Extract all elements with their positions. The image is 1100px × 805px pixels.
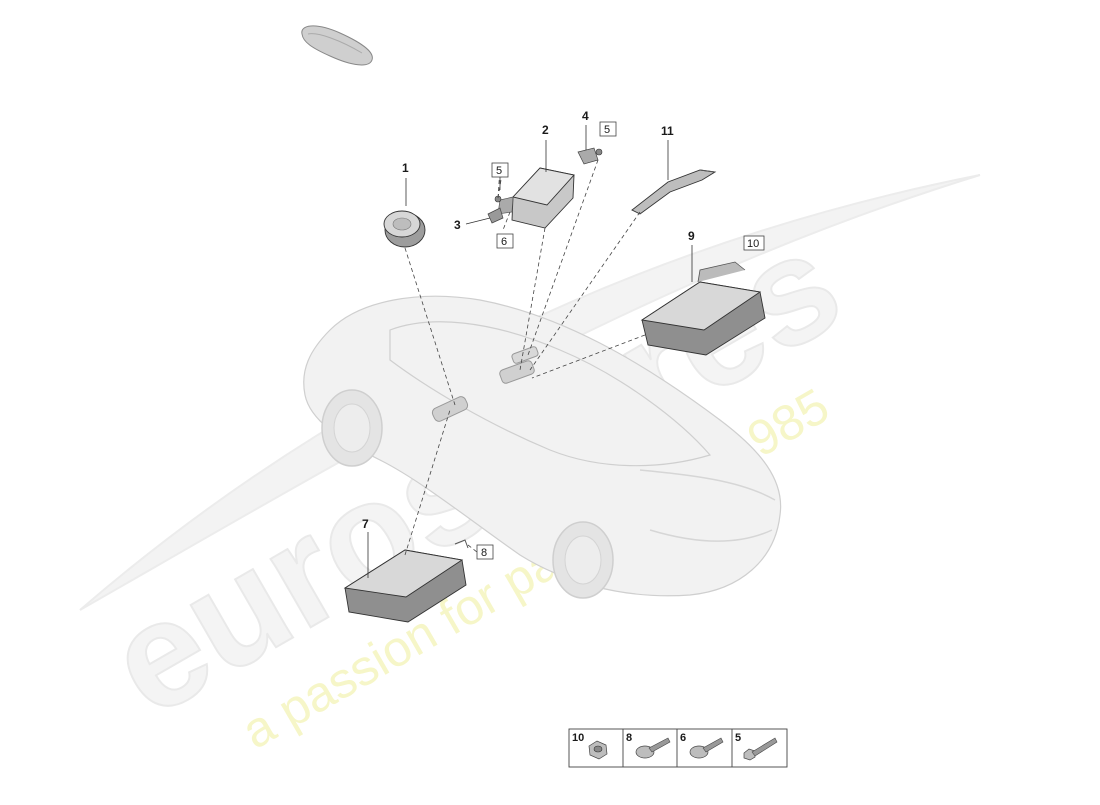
legend-cell-5: 5 [735, 732, 778, 761]
legend-cell-6: 6 [680, 732, 724, 759]
callout-8: 8 [481, 547, 487, 559]
side-airbag-right [640, 261, 766, 356]
callout-7: 7 [362, 517, 369, 531]
hex-bolt-icon [743, 737, 778, 761]
legend-cell-10: 10 [572, 732, 608, 760]
mushroom-bolt-icon [689, 737, 724, 759]
callout-2: 2 [542, 123, 549, 137]
callout-1: 1 [402, 161, 409, 175]
mushroom-bolt-icon [635, 737, 671, 759]
callout-11: 11 [661, 124, 674, 138]
connector-lines [404, 159, 646, 556]
car-silhouette [303, 295, 782, 599]
hardware-legend: 10 8 6 5 [568, 728, 788, 768]
roof-cover-part [301, 25, 373, 66]
callout-10: 10 [747, 238, 759, 250]
side-airbag-left [343, 539, 469, 623]
callout-9: 9 [688, 229, 695, 243]
legend-cell-8: 8 [626, 732, 671, 759]
legend-number: 8 [626, 732, 632, 744]
steering-wheel-airbag [383, 210, 426, 248]
leader-lines [367, 125, 693, 578]
callout-5-left: 5 [496, 165, 502, 177]
curtain-airbag-strip [631, 169, 717, 215]
passenger-airbag-module [497, 167, 575, 229]
mounting-bracket-right [577, 147, 603, 165]
callout-4: 4 [582, 109, 589, 123]
legend-number: 10 [572, 732, 584, 744]
callout-5-right: 5 [604, 124, 610, 136]
callout-3: 3 [454, 218, 461, 232]
legend-number: 5 [735, 732, 741, 744]
flange-nut-icon [588, 740, 608, 760]
callout-labels: 1 2 3 4 5 5 6 7 8 9 10 11 [362, 109, 765, 560]
mounting-bracket-left [487, 195, 504, 224]
legend-number: 6 [680, 732, 686, 744]
callout-6: 6 [501, 236, 507, 248]
